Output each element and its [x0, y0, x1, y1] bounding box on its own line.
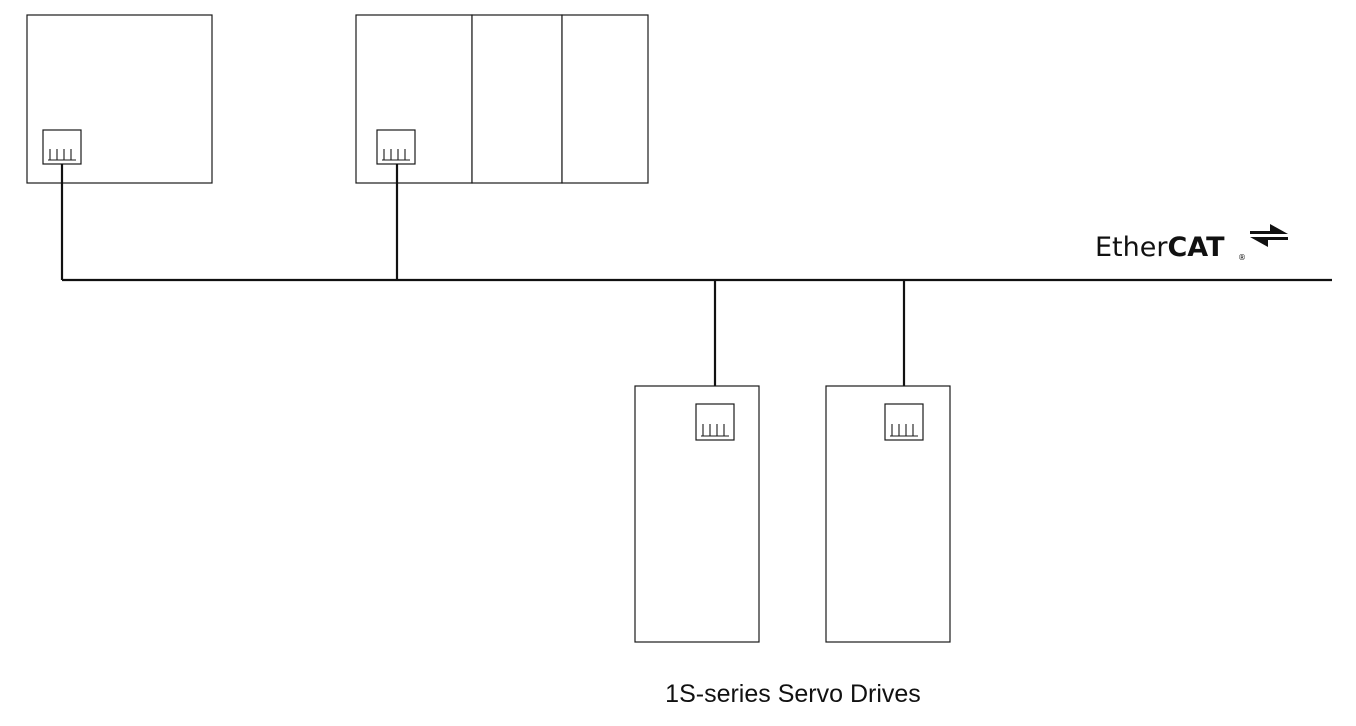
ethernet-port-icon — [695, 403, 735, 441]
ethernet-port-icon — [884, 403, 924, 441]
ethernet-port-icon — [376, 129, 416, 165]
registered-mark: ® — [1238, 253, 1246, 262]
modular-controller-device — [355, 14, 649, 184]
bidirectional-arrows-icon — [1250, 224, 1288, 247]
servo-drive — [825, 385, 951, 643]
servo-drive — [634, 385, 760, 643]
expansion-unit — [471, 14, 563, 184]
ethercat-logo-text: EtherCAT — [1095, 232, 1225, 263]
servo-drives-caption: 1S-series Servo Drives — [665, 680, 921, 708]
ethercat-logo: EtherCAT ® — [1095, 224, 1288, 263]
expansion-unit — [561, 14, 649, 184]
ethernet-port-icon — [42, 129, 82, 165]
controller-device — [26, 14, 213, 184]
